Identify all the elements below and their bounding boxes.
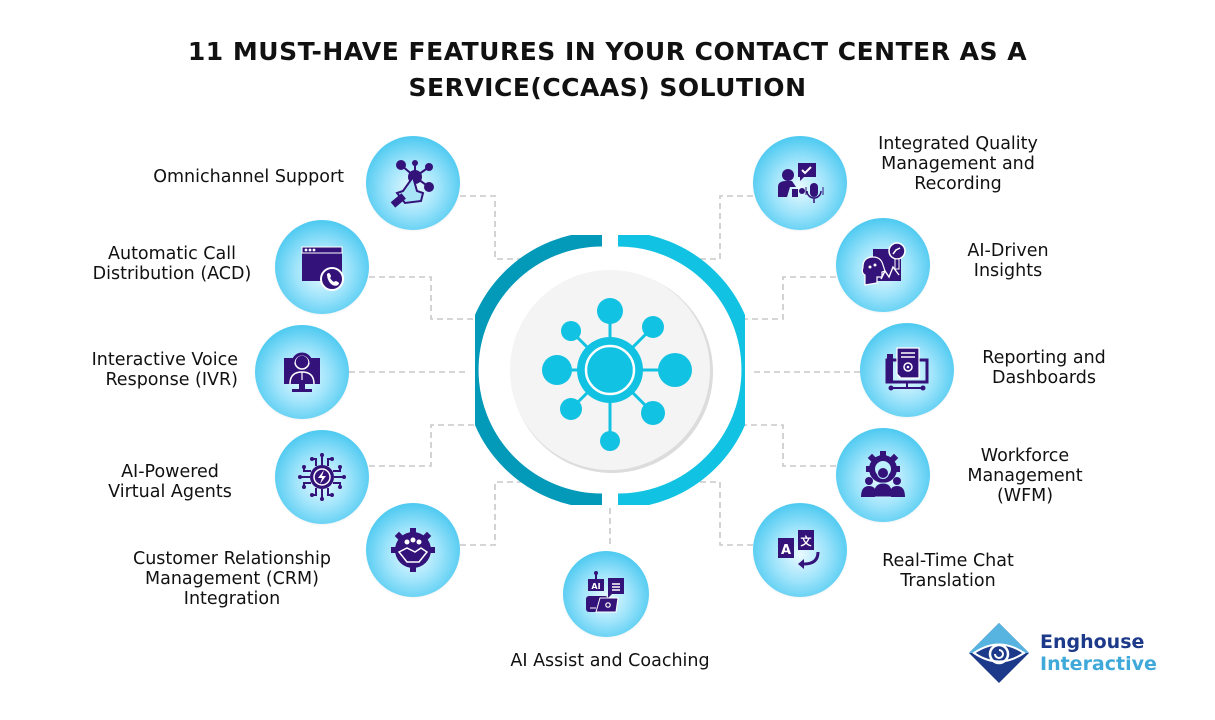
feature-node-wfm: [836, 428, 930, 522]
connector-virtual-agents: [369, 424, 480, 467]
hub-ring-right: [617, 235, 745, 505]
feature-label-quality: Integrated Quality Management and Record…: [878, 134, 1038, 194]
title-line-1: 11 Must-Have Features in Your Contact Ce…: [187, 37, 1028, 66]
language-translate-icon: A 文: [778, 530, 820, 569]
connector-crm: [460, 481, 540, 546]
hub-ring-left: [475, 235, 603, 505]
feature-label-virtual-agents: AI-Powered Virtual Agents: [108, 462, 232, 502]
feature-node-translation: A 文: [753, 503, 847, 597]
feature-label-omnichannel: Omnichannel Support: [153, 167, 344, 187]
report-monitor-gear-icon: [885, 347, 929, 391]
gear-handshake-icon: [391, 528, 435, 572]
connector-acd: [369, 276, 478, 320]
touch-network-icon: [390, 160, 434, 208]
svg-text:AI: AI: [591, 582, 600, 591]
feature-label-ai-assist: AI Assist and Coaching: [510, 651, 710, 671]
feature-node-ai-assist: AI: [563, 551, 649, 637]
title-line-2: Service(CCaaS) Solution: [408, 73, 807, 102]
feature-label-acd: Automatic Call Distribution (ACD): [92, 244, 252, 284]
feature-label-wfm: Workforce Management (WFM): [967, 446, 1083, 506]
feature-label-reporting: Reporting and Dashboards: [982, 348, 1106, 388]
connector-insights: [740, 276, 836, 320]
network-hub-icon: [542, 298, 692, 451]
feature-node-quality: [753, 136, 847, 230]
connector-wfm: [740, 424, 836, 467]
svg-text:A: A: [781, 543, 791, 558]
svg-text:文: 文: [801, 534, 813, 548]
feature-node-acd: [275, 220, 369, 314]
browser-phone-icon: [301, 246, 344, 291]
feature-label-insights: AI-Driven Insights: [967, 241, 1049, 281]
feature-node-reporting: [860, 323, 954, 417]
feature-node-insights: [836, 218, 930, 312]
page-title: 11 Must-Have Features in Your Contact Ce…: [0, 34, 1215, 106]
feature-node-omnichannel: [366, 136, 460, 230]
enghouse-eye-diamond-icon: [969, 623, 1029, 683]
circuit-gear-bolt-icon: [298, 453, 346, 501]
feature-node-virtual-agents: [275, 430, 369, 524]
ai-head-magnifier-chart-icon: [861, 242, 906, 286]
connector-translation: [680, 481, 753, 546]
feature-label-translation: Real-Time Chat Translation: [882, 551, 1014, 591]
ai-robot-laptop-icon: AI: [586, 571, 624, 613]
gear-team-icon: [861, 451, 905, 498]
central-hub: [475, 235, 745, 505]
enghouse-logo: Enghouse Interactive: [968, 622, 1157, 684]
feature-node-crm: [366, 503, 460, 597]
logo-line-1: Enghouse: [1040, 631, 1145, 653]
feature-label-crm: Customer Relationship Management (CRM) I…: [133, 549, 331, 609]
feature-label-ivr: Interactive Voice Response (IVR): [91, 350, 238, 390]
agent-chat-microphone-icon: [778, 163, 824, 203]
feature-node-ivr: [255, 325, 349, 419]
connector-omnichannel: [460, 195, 540, 260]
headset-agent-monitor-icon: [284, 352, 320, 392]
logo-line-2: Interactive: [1040, 653, 1157, 675]
